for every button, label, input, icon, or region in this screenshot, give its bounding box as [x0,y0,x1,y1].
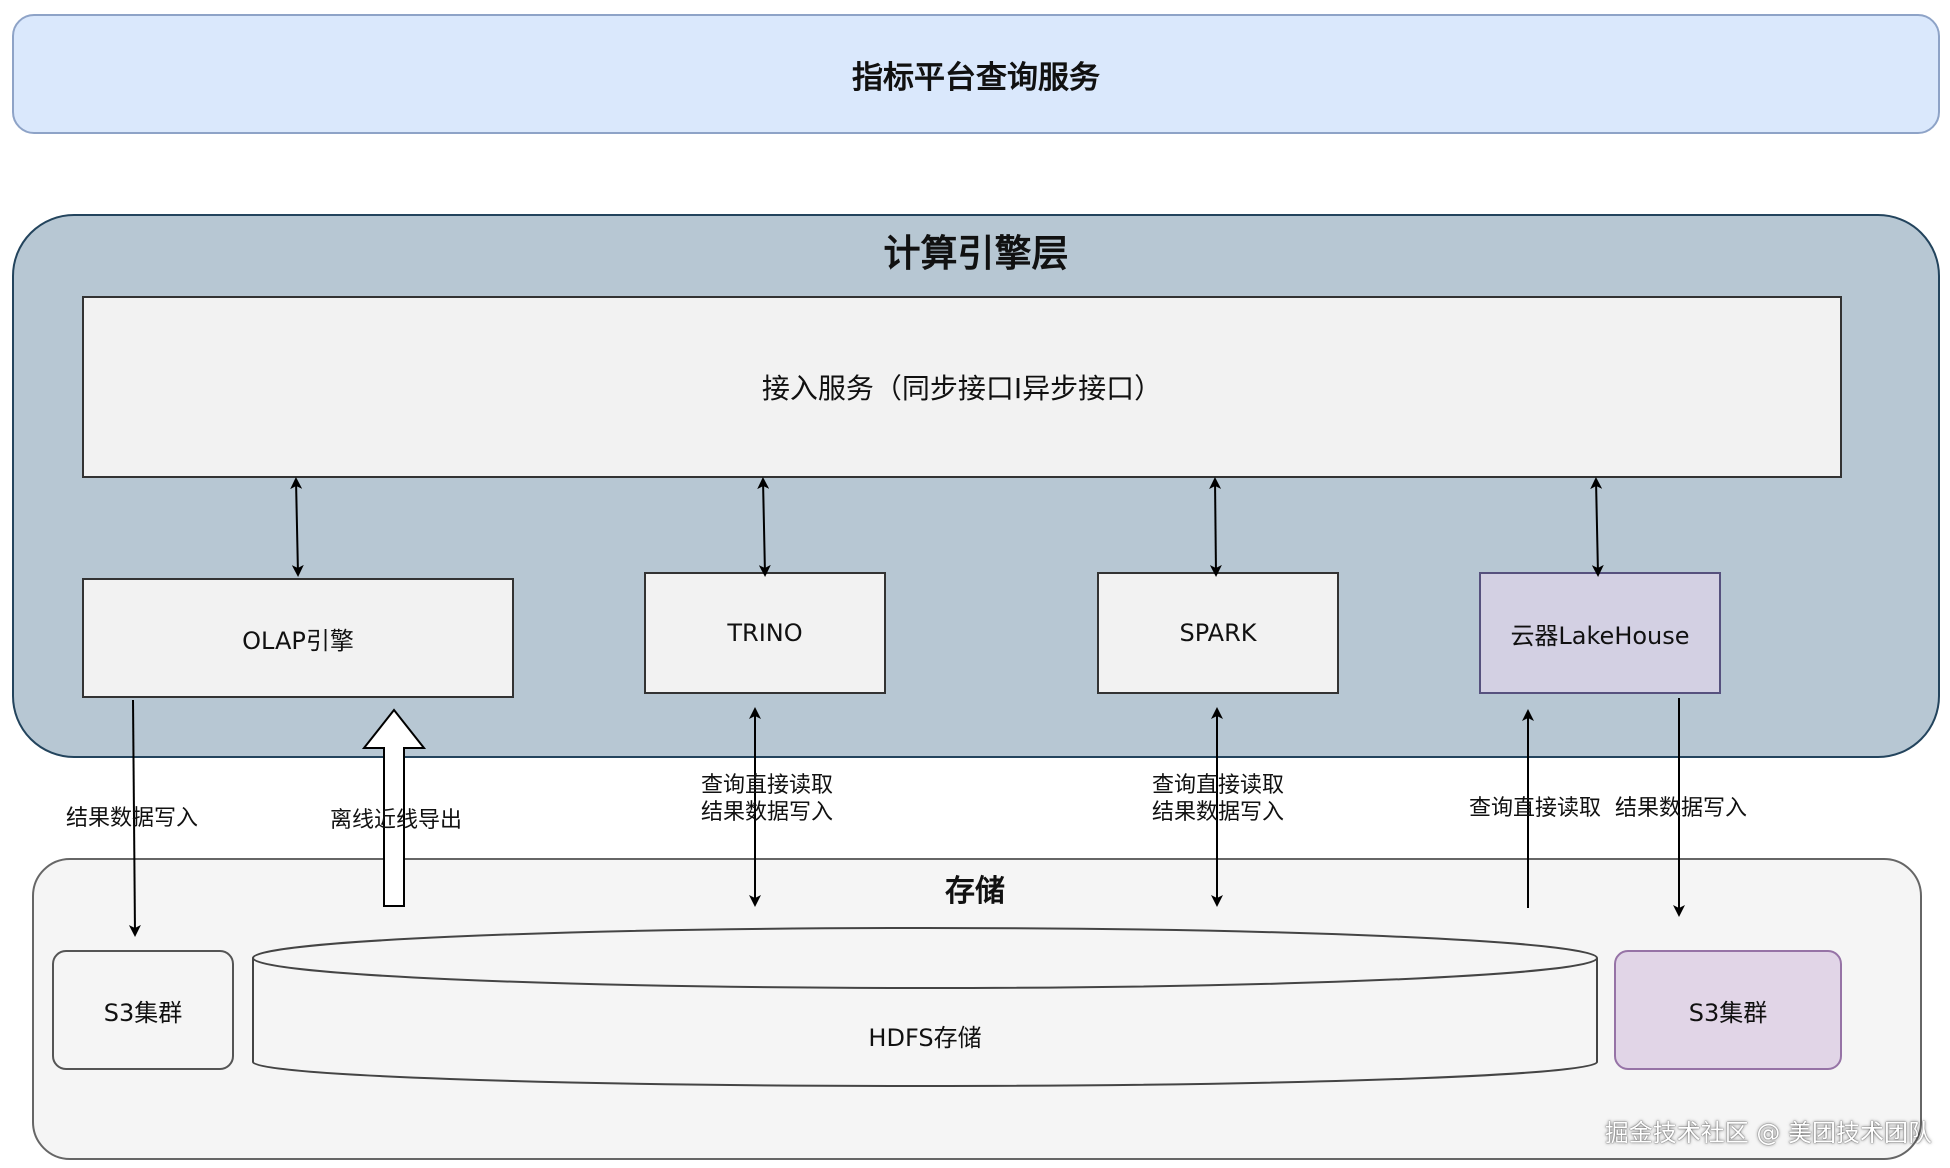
label-trino-read: 查询直接读取 [700,773,833,798]
label-olap-result-write: 结果数据写入 [65,805,198,831]
arrow-offline-export [361,708,427,907]
compute-layer-title: 计算引擎层 [883,232,1069,275]
label-offline-export: 离线近线导出 [329,807,462,833]
arrow-access-olap [290,477,304,577]
s3-cluster-left-box: S3集群 [52,950,234,1070]
arrow-access-trino [757,477,771,577]
watermark: 掘金技术社区 @ 美团技术团队 [1604,1118,1932,1147]
storage-layer-title: 存储 [945,874,1005,909]
olap-engine-label: OLAP引擎 [242,626,354,655]
label-spark-write: 结果数据写入 [1151,800,1284,825]
arrow-access-lakehouse [1590,477,1604,577]
access-service-label: 接入服务（同步接口I异步接口） [761,372,1163,405]
arrow-olap-to-s3 [128,699,141,937]
label-lakehouse-write: 结果数据写入 [1614,795,1747,821]
lakehouse-engine-box: 云器LakeHouse [1479,572,1721,694]
spark-engine-box: SPARK [1097,572,1339,694]
s3-cluster-left-label: S3集群 [103,998,183,1027]
lakehouse-engine-label: 云器LakeHouse [1510,621,1690,650]
s3-cluster-right-box: S3集群 [1614,950,1842,1070]
hdfs-storage-label: HDFS存储 [868,1023,982,1052]
label-spark-read-write: 查询直接读取 结果数据写入 [1143,771,1293,827]
access-service-box: 接入服务（同步接口I异步接口） [82,296,1842,478]
trino-engine-label: TRINO [727,619,803,647]
spark-engine-label: SPARK [1179,619,1257,647]
s3-cluster-right-label: S3集群 [1688,998,1768,1027]
label-trino-read-write: 查询直接读取 结果数据写入 [692,771,842,827]
label-trino-write: 结果数据写入 [700,800,833,825]
label-lakehouse-read: 查询直接读取 [1468,795,1601,821]
query-service-box: 指标平台查询服务 [12,14,1940,134]
hdfs-cylinder [252,927,1598,1087]
query-service-label: 指标平台查询服务 [852,59,1100,96]
olap-engine-box: OLAP引擎 [82,578,514,698]
arrow-access-spark [1209,477,1222,577]
label-spark-read: 查询直接读取 [1151,773,1284,798]
